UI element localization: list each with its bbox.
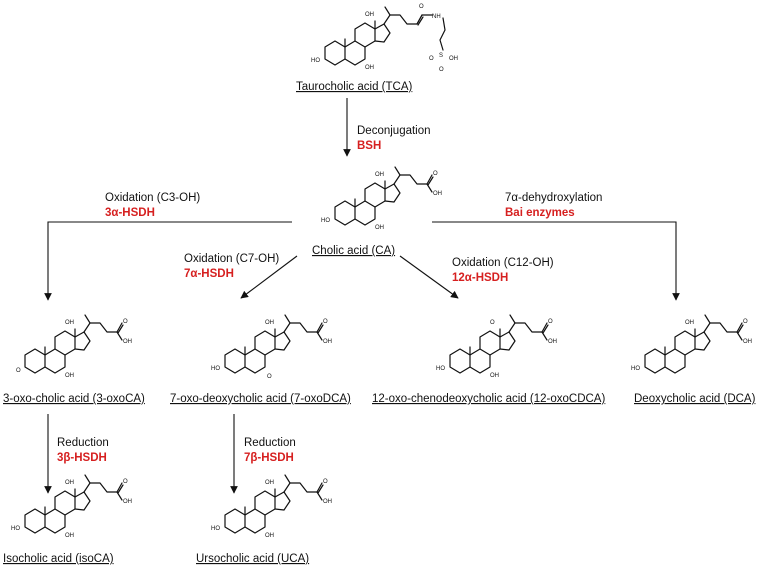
oh-label: OH xyxy=(365,65,374,71)
ox-c7-label: Oxidation (C7-OH) xyxy=(184,253,279,265)
oh-label: OH xyxy=(265,533,274,539)
dca-name: Deoxycholic acid (DCA) xyxy=(634,393,756,405)
ho-label: HO xyxy=(436,366,445,372)
oh-label: OH xyxy=(65,373,74,379)
ca-name: Cholic acid (CA) xyxy=(312,245,395,257)
oh-label: OH xyxy=(743,339,752,345)
oh-label: OH xyxy=(375,172,384,178)
oh-label: OH xyxy=(449,56,458,62)
oxocdca12-structure: O HO OH O OH xyxy=(436,314,557,379)
red-7b-label: Reduction xyxy=(244,437,296,449)
o-label: O xyxy=(123,319,128,325)
dca-structure: OH HO O OH xyxy=(631,314,752,374)
ox-c7-arrow xyxy=(240,255,298,299)
oh-label: OH xyxy=(265,480,274,486)
dehydroxylation-label: 7α-dehydroxylation xyxy=(505,192,602,204)
ho-label: HO xyxy=(321,218,330,224)
oxoca3-name: 3-oxo-cholic acid (3-oxoCA) xyxy=(3,393,145,405)
ox-c12-arrow xyxy=(399,255,459,299)
oh-label: OH xyxy=(265,320,274,326)
uca-structure: OH HO OH O OH xyxy=(211,474,332,539)
o-label: O xyxy=(743,319,748,325)
uca-name: Ursocholic acid (UCA) xyxy=(196,553,309,565)
o-label: O xyxy=(323,479,328,485)
oxocdca12-name: 12-oxo-chenodeoxycholic acid (12-oxoCDCA… xyxy=(372,393,605,405)
ca-structure: OH HO OH O OH xyxy=(321,166,442,231)
oh-label: OH xyxy=(548,339,557,345)
o-label: O xyxy=(490,320,495,326)
3b-hsdh-enzyme: 3β-HSDH xyxy=(57,452,107,464)
ox-c3-arrow xyxy=(44,221,292,301)
7b-hsdh-enzyme: 7β-HSDH xyxy=(244,452,294,464)
ho-label: HO xyxy=(211,526,220,532)
tca-name: Taurocholic acid (TCA) xyxy=(296,81,412,93)
o-label: O xyxy=(429,56,434,62)
ox-c12-label: Oxidation (C12-OH) xyxy=(452,257,554,269)
deconjugation-label: Deconjugation xyxy=(357,125,431,137)
o-label: O xyxy=(548,319,553,325)
oh-label: OH xyxy=(323,339,332,345)
tca-structure: NH O S O O OH OH HO OH xyxy=(311,4,458,73)
12a-hsdh-enzyme: 12α-HSDH xyxy=(452,272,508,284)
oh-label: OH xyxy=(490,373,499,379)
o-label: O xyxy=(267,374,272,380)
s-label: S xyxy=(439,53,443,59)
oh-label: OH xyxy=(123,499,132,505)
oh-label: OH xyxy=(65,320,74,326)
3a-hsdh-enzyme: 3α-HSDH xyxy=(105,207,155,219)
bai-enzymes: Bai enzymes xyxy=(505,207,575,219)
ox-c3-label: Oxidation (C3-OH) xyxy=(105,192,200,204)
oh-label: OH xyxy=(685,320,694,326)
ho-label: HO xyxy=(311,58,320,64)
isoca-structure: OH HO OH O OH xyxy=(11,474,132,539)
oxodca7-name: 7-oxo-deoxycholic acid (7-oxoDCA) xyxy=(170,393,351,405)
oxoca3-structure: OH O OH O OH xyxy=(16,314,132,379)
o-label: O xyxy=(123,479,128,485)
oh-label: OH xyxy=(375,225,384,231)
ho-label: HO xyxy=(11,526,20,532)
nh-label: NH xyxy=(432,14,441,20)
oh-label: OH xyxy=(433,191,442,197)
oh-label: OH xyxy=(65,533,74,539)
o-label: O xyxy=(16,368,21,374)
oxodca7-structure: OH HO O O OH xyxy=(211,314,332,380)
ho-label: HO xyxy=(631,366,640,372)
o-label: O xyxy=(323,319,328,325)
bsh-enzyme: BSH xyxy=(357,140,381,152)
dehydroxylation-arrow xyxy=(432,221,680,301)
oh-label: OH xyxy=(123,339,132,345)
o-label: O xyxy=(433,171,438,177)
ho-label: HO xyxy=(211,366,220,372)
isoca-name: Isocholic acid (isoCA) xyxy=(3,553,114,565)
oh-label: OH xyxy=(365,12,374,18)
o-label: O xyxy=(439,67,444,73)
7a-hsdh-enzyme: 7α-HSDH xyxy=(184,268,234,280)
oh-label: OH xyxy=(323,499,332,505)
o-label: O xyxy=(419,4,424,10)
red-3b-label: Reduction xyxy=(57,437,109,449)
oh-label: OH xyxy=(65,480,74,486)
